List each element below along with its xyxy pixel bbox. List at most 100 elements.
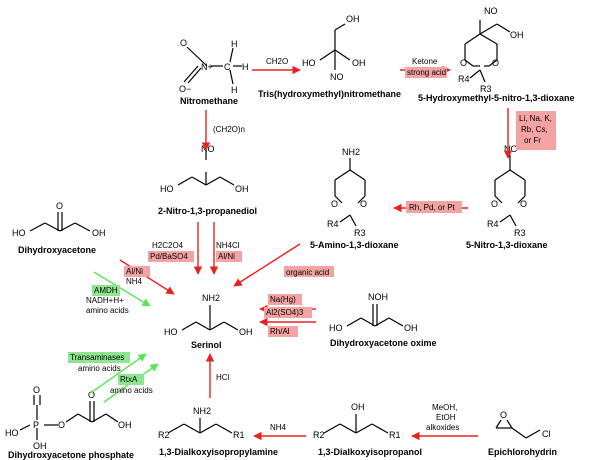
arrow-amino-dioxane-to-serinol — [233, 243, 301, 287]
reagent-amdh: AMDH — [94, 286, 118, 295]
atom-ho: HO — [302, 58, 316, 68]
reagent-box — [268, 326, 298, 337]
atom-oh: OH — [352, 58, 366, 68]
reagent-al-ni-2: Al/Ni — [218, 252, 235, 261]
atom-r2: R2 — [158, 430, 170, 440]
atom-r4: R4 — [458, 74, 470, 84]
atom-o: O — [56, 201, 63, 211]
atom-r4: R4 — [327, 219, 339, 229]
label-dhap: Dihydroxyacetone phosphate — [8, 450, 134, 460]
atom-o: O — [58, 420, 65, 430]
amino-dioxane-structure: NH2 O O R4 R3 — [327, 147, 367, 238]
reagent-box — [406, 201, 462, 213]
atom-ho: HO — [5, 428, 19, 438]
arrow-transaminases — [91, 353, 147, 393]
atom-oh: OH — [346, 14, 360, 24]
reagent-nh4cl: NH4Cl — [216, 241, 240, 250]
atom-nh2: NH2 — [342, 147, 360, 157]
atom-oh: OH — [239, 327, 253, 337]
dihydroxyacetone-structure: O HO OH — [12, 201, 106, 238]
reagent-transaminases: Transaminases — [70, 353, 124, 362]
reagent-box — [216, 251, 242, 262]
atom-p: P — [33, 420, 39, 430]
atom-nh2: NH2 — [202, 293, 220, 303]
nitromethane-structure: O N+ O− C H H H — [179, 38, 249, 95]
atom-oh: OH — [404, 323, 418, 333]
reagent-amino-acids-2: amino acids — [78, 364, 121, 373]
reagent-box — [284, 266, 334, 277]
dhap-structure: O P HO OH O O OH — [5, 385, 132, 451]
atom-cl: Cl — [542, 429, 551, 439]
atom-o: O — [460, 58, 467, 68]
reagent-hcl: HCl — [216, 373, 230, 382]
atom-ho: HO — [160, 184, 174, 194]
atom-o-minus: O− — [179, 84, 191, 94]
reagent-box — [516, 111, 556, 150]
reagent-nh4-2: NH4 — [270, 423, 287, 432]
reagent-pd-baso4: Pd/BaSO4 — [150, 252, 188, 261]
label-hydroxymethyl-dioxane: 5-Hydroxymethyl-5-nitro-1,3-dioxane — [418, 93, 575, 103]
atom-no: NO — [330, 72, 344, 82]
oxime-structure: NOH HO OH — [329, 292, 418, 333]
atom-oh: OH — [351, 402, 365, 412]
reagent-metals-2: Rb, Cs, — [521, 125, 548, 134]
reagent-h2c2o4: H2C2O4 — [152, 241, 184, 250]
atom-noh: NOH — [368, 292, 388, 302]
dialkoxyisopropylamine-structure: NH2 R2 R1 — [158, 406, 245, 440]
label-nitro-dioxane: 5-Nitro-1,3-dioxane — [466, 240, 548, 250]
arrow-amdh — [93, 271, 151, 307]
label-nitromethane: Nitromethane — [180, 96, 238, 106]
atom-r3: R3 — [354, 228, 366, 238]
atom-no: NO — [484, 6, 498, 16]
atom-oh: OH — [92, 228, 106, 238]
atom-r4: R4 — [487, 219, 499, 229]
atom-n-plus: N+ — [201, 62, 213, 72]
label-dialkoxyisopropylamine: 1,3-Dialkoxyisopropylamine — [159, 447, 278, 457]
reagent-alkoxides: alkoxides — [426, 423, 459, 432]
atom-ho: HO — [329, 323, 343, 333]
atom-o: O — [491, 199, 498, 209]
reagent-ch2o-n: (CH2O)n — [213, 125, 245, 134]
atom-oh: OH — [235, 184, 249, 194]
reagent-nadh: NADH+H+ — [86, 296, 124, 305]
reagent-rh-pd-pt: Rh, Pd, or Pt — [409, 203, 456, 212]
epichlorohydrin-structure: O Cl — [495, 410, 551, 439]
label-oxime: Dihydroxyacetone oxime — [330, 338, 437, 348]
reagent-box — [405, 67, 447, 78]
tris-structure: OH HO OH NO — [302, 14, 366, 82]
atom-o: O — [492, 58, 499, 68]
atom-o: O — [331, 199, 338, 209]
reagent-strong-acid: strong acid — [407, 68, 446, 77]
serinol-structure: NH2 HO OH — [164, 293, 253, 337]
atom-o: O — [88, 390, 95, 400]
label-epichlorohydrin: Epichlorohydrin — [488, 447, 557, 457]
atom-nh2: NH2 — [193, 406, 211, 416]
atom-r2: R2 — [313, 430, 325, 440]
reagent-box — [264, 307, 312, 318]
hydroxymethyl-dioxane-structure: NO OH O O R4 R3 — [458, 6, 524, 94]
reagent-box — [92, 285, 120, 296]
label-amino-dioxane: 5-Amino-1,3-dioxane — [310, 240, 399, 250]
atom-h: H — [231, 85, 238, 95]
reagent-ch2o: CH2O — [266, 57, 288, 66]
atom-oh: OH — [118, 420, 132, 430]
reagent-box — [118, 374, 144, 385]
nitro-dioxane-structure: NO O O R4 R3 — [487, 144, 527, 238]
reagent-al-ni-1: Al/Ni — [126, 267, 143, 276]
atom-o: O — [33, 385, 40, 395]
atom-r3: R3 — [514, 228, 526, 238]
reagent-box — [268, 294, 302, 305]
atom-h: H — [231, 39, 238, 49]
atom-r3: R3 — [480, 84, 492, 94]
nitropropanediol-structure: NO HO OH — [160, 144, 249, 194]
atom-ho: HO — [164, 327, 178, 337]
atom-oh: OH — [33, 441, 47, 451]
atom-h: H — [242, 62, 249, 72]
atom-o: O — [520, 199, 527, 209]
atom-r1: R1 — [233, 430, 245, 440]
reagent-meoh: MeOH, — [432, 403, 457, 412]
label-serinol: Serinol — [191, 340, 222, 350]
atom-c: C — [224, 62, 231, 72]
